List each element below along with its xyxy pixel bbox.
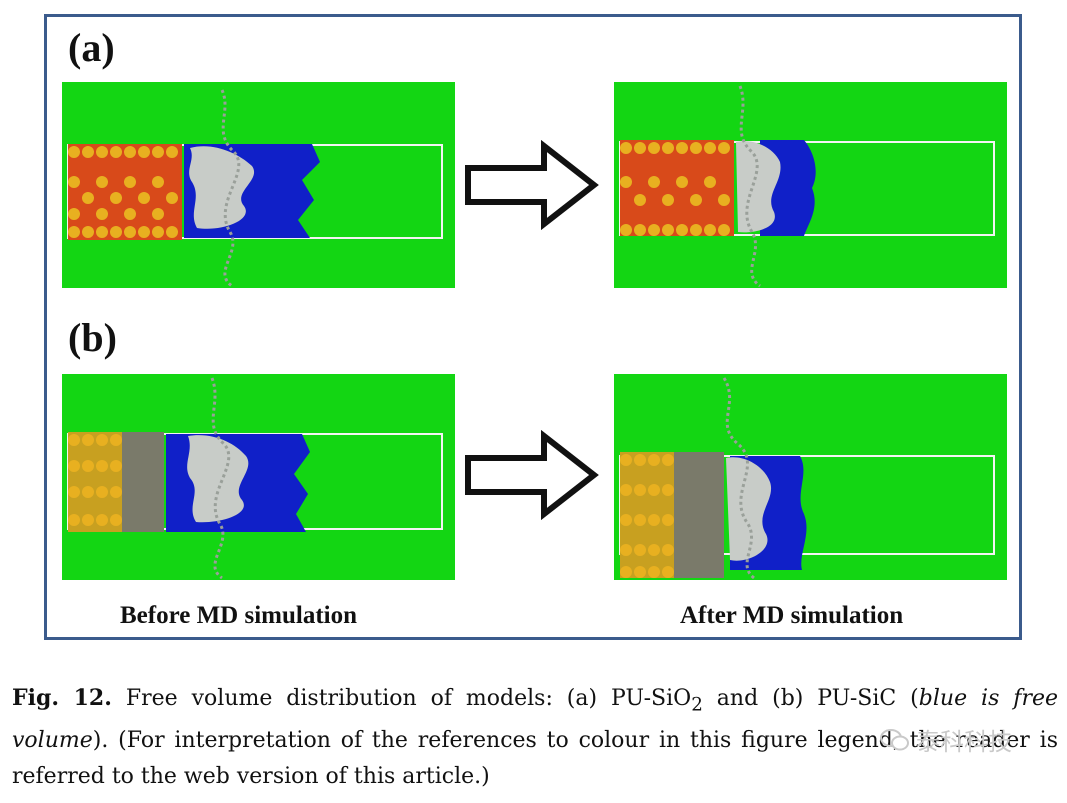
arrow-right-icon xyxy=(465,140,599,230)
sim-panel-b-before xyxy=(62,374,455,580)
sim-panel-a-after xyxy=(614,82,1007,288)
watermark: 泰科科技 xyxy=(880,722,1012,757)
sim-panel-a-before xyxy=(62,82,455,288)
arrow-right-icon xyxy=(465,430,599,520)
panel-a-label: (a) xyxy=(68,25,115,70)
panel-b-label: (b) xyxy=(68,315,117,360)
before-md-label: Before MD simulation xyxy=(120,602,358,629)
sim-panel-b-after xyxy=(614,374,1007,580)
caption-text-2: and (b) PU-SiC ( xyxy=(702,686,919,711)
silica-slab xyxy=(68,144,182,240)
watermark-text: 泰科科技 xyxy=(916,728,1012,756)
after-md-label: After MD simulation xyxy=(680,602,904,629)
caption-subscript: 2 xyxy=(691,694,703,716)
figure-number: Fig. 12. xyxy=(12,685,112,711)
caption-italic: blue is free volume xyxy=(12,686,1058,754)
wechat-icon xyxy=(880,728,909,750)
caption-text-1: Free volume distribution of models: (a) … xyxy=(111,686,692,711)
